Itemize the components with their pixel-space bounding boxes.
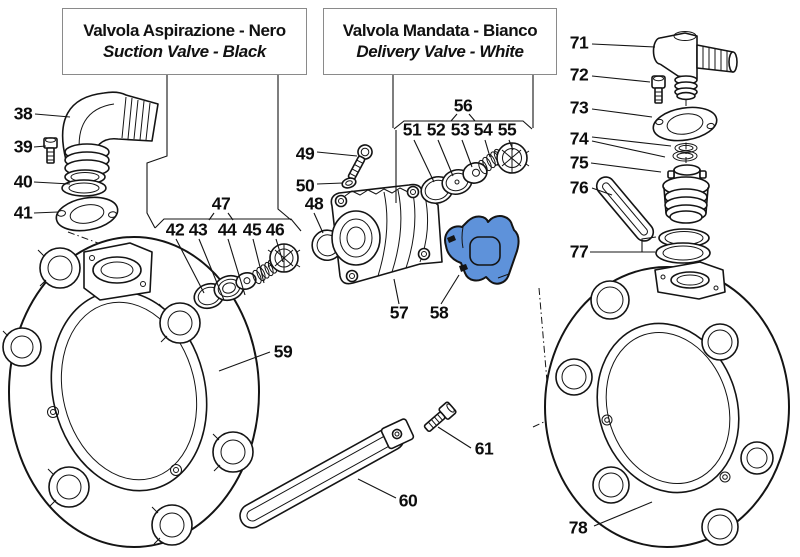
rings-77 <box>655 228 711 264</box>
valve-body-57 <box>330 183 443 285</box>
seal-rings-40 <box>61 169 107 197</box>
elbow-fitting-38 <box>61 91 159 177</box>
part-label-71: 71 <box>569 32 589 53</box>
suction-manifold-ring-59 <box>2 236 260 548</box>
part-label-61: 61 <box>474 438 494 459</box>
ring-78-ports <box>555 280 774 546</box>
part-label-47: 47 <box>211 193 231 214</box>
part-label-41: 41 <box>13 202 33 223</box>
part-label-72: 72 <box>569 64 589 85</box>
part-label-76: 76 <box>569 177 589 198</box>
part-label-74: 74 <box>569 128 589 149</box>
part-label-49: 49 <box>295 143 315 164</box>
snap-ring-48 <box>311 229 341 262</box>
part-label-51: 51 <box>402 119 422 140</box>
group-brackets <box>146 75 534 232</box>
leader-lines <box>33 43 672 527</box>
ring-59-ports <box>2 247 254 546</box>
part-label-50: 50 <box>295 175 315 196</box>
part-label-60: 60 <box>398 490 418 511</box>
bolt-72 <box>651 75 666 104</box>
ribbed-fitting-75 <box>662 164 710 224</box>
delivery-manifold-ring-78 <box>544 261 790 548</box>
part-label-78: 78 <box>568 517 588 538</box>
part-label-44: 44 <box>217 219 237 240</box>
part-label-58: 58 <box>429 302 449 323</box>
part-label-53: 53 <box>450 119 470 140</box>
suction-valve-title-en: Suction Valve - Black <box>103 42 266 61</box>
delivery-valve-parts-51-55 <box>420 142 530 205</box>
tee-fitting-71 <box>652 31 738 101</box>
suction-valve-parts-42-46 <box>193 243 301 310</box>
oval-flange-41 <box>55 196 119 232</box>
part-label-40: 40 <box>13 171 33 192</box>
part-label-43: 43 <box>188 219 208 240</box>
part-label-73: 73 <box>569 97 589 118</box>
handle-60 <box>239 418 415 529</box>
part-label-39: 39 <box>13 136 33 157</box>
delivery-valve-title-en: Delivery Valve - White <box>356 42 524 61</box>
part-label-54: 54 <box>473 119 493 140</box>
blue-saddle-clamp-58 <box>444 215 520 285</box>
bolt-61 <box>423 401 457 433</box>
part-label-56: 56 <box>453 95 473 116</box>
valve-cage-55 <box>494 142 530 174</box>
part-label-57: 57 <box>389 302 409 323</box>
rings-74 <box>672 143 698 162</box>
part-label-77: 77 <box>569 241 589 262</box>
bolt-39 <box>43 137 58 164</box>
part-label-59: 59 <box>273 341 293 362</box>
suction-valve-title-it: Valvola Aspirazione - Nero <box>83 21 286 40</box>
part-label-45: 45 <box>242 219 262 240</box>
saddle-body <box>444 215 520 285</box>
part-label-46: 46 <box>265 219 285 240</box>
part-label-48: 48 <box>304 193 324 214</box>
washer-50 <box>341 177 357 189</box>
suction-valve-title-box: Valvola Aspirazione - Nero Suction Valve… <box>62 8 307 75</box>
part-label-55: 55 <box>497 119 517 140</box>
delivery-valve-title-it: Valvola Mandata - Bianco <box>342 21 538 40</box>
part-label-42: 42 <box>165 219 185 240</box>
part-label-75: 75 <box>569 152 589 173</box>
wire-clip-76 <box>595 176 655 242</box>
oval-flange-73 <box>652 106 718 142</box>
delivery-valve-title-box: Valvola Mandata - Bianco Delivery Valve … <box>323 8 557 75</box>
valve-cage-46 <box>267 243 301 273</box>
part-label-38: 38 <box>13 103 33 124</box>
part-label-52: 52 <box>426 119 446 140</box>
bolt-49 <box>347 144 373 181</box>
